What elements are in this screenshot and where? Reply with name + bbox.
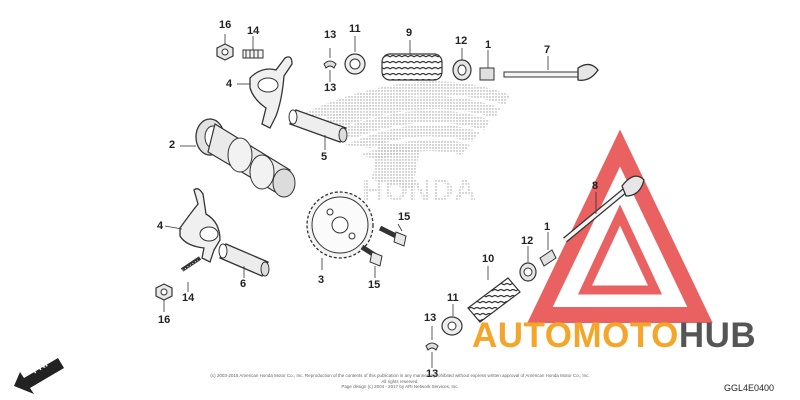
part-16-nut — [216, 34, 234, 61]
callout-16: 16 — [158, 314, 171, 326]
callout-11: 11 — [447, 292, 459, 304]
watermark-text: AUTOMOTOHUB — [472, 318, 756, 353]
callout-16: 16 — [219, 19, 232, 31]
part-14-adjust-screw-lower — [179, 256, 202, 292]
part-6-rocker-shaft-lower — [218, 243, 270, 278]
part-2-camshaft — [180, 118, 296, 198]
callout-13: 13 — [424, 312, 437, 324]
part-13-cotter-lower — [425, 326, 439, 368]
front-direction-arrow-icon — [14, 358, 64, 394]
part-4-rocker-arm-lower — [164, 188, 221, 263]
part-15-bolt-upper — [378, 223, 407, 247]
callout-6: 6 — [240, 278, 247, 290]
part-12-stem-seal-lower — [519, 246, 537, 282]
part-7-exhaust-valve — [503, 56, 599, 81]
watermark-text-part1: AUTOMOTO — [472, 316, 679, 355]
callout-12: 12 — [521, 235, 534, 247]
honda-wing-logo: HONDA — [300, 81, 510, 207]
part-1-valve-guide-upper — [479, 50, 495, 81]
callout-3: 3 — [318, 274, 325, 286]
watermark-text-part2: HUB — [678, 316, 757, 355]
callout-1: 1 — [485, 39, 492, 51]
part-9-valve-spring-upper — [381, 40, 443, 81]
part-1-valve-guide-lower — [539, 232, 557, 267]
watermark-logo-icon — [527, 129, 713, 323]
callout-9: 9 — [406, 27, 413, 39]
part-12-stem-seal-upper — [452, 48, 472, 81]
part-8-intake-valve — [563, 175, 645, 243]
callout-15: 15 — [398, 211, 411, 223]
honda-logo-text: HONDA — [362, 174, 477, 207]
callout-14: 14 — [247, 25, 260, 37]
part-14-adjust-screw — [242, 36, 264, 59]
part-5-rocker-shaft — [288, 109, 348, 150]
callout-15: 15 — [368, 279, 381, 291]
part-13-cotter-upper — [323, 48, 337, 82]
part-4-rocker-arm-upper — [237, 56, 293, 129]
callout-14: 14 — [182, 292, 195, 304]
callout-12: 12 — [455, 35, 468, 47]
callout-1: 1 — [544, 221, 551, 233]
callout-4: 4 — [157, 220, 164, 232]
part-15-bolt-lower — [360, 244, 383, 278]
callout-13: 13 — [426, 368, 439, 380]
callout-5: 5 — [321, 151, 328, 163]
part-11-spring-seat-upper — [344, 36, 366, 75]
diagram-code: GGL4E0400 — [723, 383, 774, 393]
copyright-line: (c) 2003-2015 American Honda Motor Co., … — [210, 373, 590, 384]
callout-7: 7 — [544, 44, 551, 56]
copyright-line: Page design (c) 2004 - 2017 by ARI Netwo… — [341, 384, 459, 390]
callout-10: 10 — [482, 253, 495, 265]
part-10-valve-spring-lower — [467, 266, 521, 323]
callout-13: 13 — [324, 29, 337, 41]
callout-11: 11 — [349, 23, 361, 35]
callout-2: 2 — [169, 139, 176, 151]
copyright-notice: (c) 2003-2015 American Honda Motor Co., … — [210, 373, 590, 390]
part-11-spring-seat-lower — [441, 304, 463, 336]
callout-13: 13 — [324, 82, 337, 94]
part-16-nut-lower — [155, 283, 173, 312]
callout-4: 4 — [226, 78, 233, 90]
callout-8: 8 — [592, 180, 599, 192]
part-3-cam-sprocket — [306, 191, 374, 270]
